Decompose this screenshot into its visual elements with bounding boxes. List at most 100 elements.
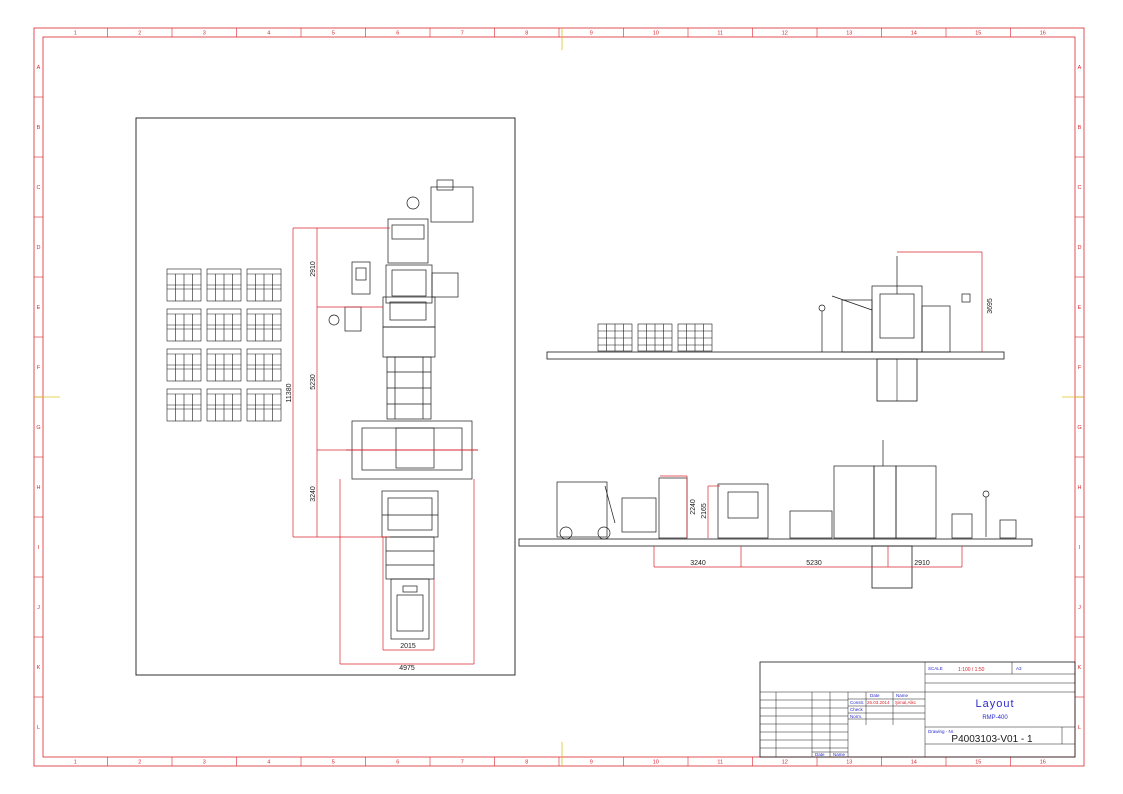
column-marker: 12 <box>782 760 788 766</box>
row-marker: A <box>37 65 41 71</box>
column-marker: 6 <box>396 760 399 766</box>
plan-dimensions <box>292 227 478 665</box>
machine-side-top <box>818 256 971 353</box>
drawing-number: P4003103-V01 - 1 <box>951 734 1033 745</box>
pallet-stack <box>206 388 242 422</box>
column-marker: 10 <box>653 760 659 766</box>
row-marker: G <box>36 425 40 431</box>
dim-width-inner: 2015 <box>400 643 416 650</box>
constr-date: 26.03.2014 <box>867 700 890 705</box>
row-marker: K <box>1078 665 1082 671</box>
column-marker: 3 <box>203 31 206 37</box>
constr-name: Şimal,Alkc <box>895 700 917 705</box>
column-marker: 15 <box>975 760 981 766</box>
pallet-stack <box>166 388 202 422</box>
column-marker: 9 <box>590 760 593 766</box>
row-marker: K <box>37 665 41 671</box>
column-marker: 7 <box>461 31 464 37</box>
plan-view: 11380 2910 5230 3240 2015 4975 <box>135 117 516 676</box>
dim-seg-top: 2910 <box>310 261 317 277</box>
row-marker: A <box>1078 65 1082 71</box>
title-block: SCALE 1:100 / 1:50 A3 Date Name Constr. … <box>759 661 1076 758</box>
pallet-stack <box>246 388 282 422</box>
row-marker: I <box>1079 545 1081 551</box>
column-marker: 9 <box>590 31 593 37</box>
row-marker: J <box>37 605 40 611</box>
pallet-stack <box>246 348 282 382</box>
footer-date: Date <box>815 752 825 757</box>
row-marker: E <box>37 305 41 311</box>
column-marker: 4 <box>267 31 270 37</box>
machine-side-bottom <box>621 440 1017 539</box>
dim-total-length: 11380 <box>286 383 293 402</box>
norm-label: Norm. <box>850 714 862 719</box>
column-marker: 13 <box>846 31 852 37</box>
sheet-size: A3 <box>1016 666 1022 671</box>
row-marker: F <box>1078 365 1082 371</box>
length-dimensions-bottom <box>653 475 963 568</box>
column-marker: 12 <box>782 31 788 37</box>
row-marker: L <box>37 725 40 731</box>
pallet-stack <box>166 268 202 302</box>
dim-height: 3695 <box>987 298 994 314</box>
column-marker: 13 <box>846 760 852 766</box>
pallet-stack <box>206 268 242 302</box>
height-dimension-top <box>897 251 983 352</box>
plan-dimension-labels: 11380 2910 5230 3240 2015 4975 <box>286 261 416 672</box>
column-marker: 7 <box>461 760 464 766</box>
pallet-side <box>677 323 713 352</box>
drawing-title: Layout <box>975 698 1014 710</box>
scale-value: 1:100 / 1:50 <box>958 667 985 673</box>
row-marker: E <box>1078 305 1082 311</box>
row-marker: D <box>1078 245 1082 251</box>
row-marker: F <box>37 365 41 371</box>
column-marker: 6 <box>396 31 399 37</box>
dim-seg-low: 3240 <box>310 486 317 502</box>
row-marker: H <box>37 485 41 491</box>
pallet-stack <box>246 308 282 342</box>
dim-len-c: 2910 <box>914 560 930 567</box>
column-marker: 16 <box>1040 31 1046 37</box>
row-marker: B <box>1078 125 1082 131</box>
column-marker: 14 <box>911 31 917 37</box>
column-marker: 11 <box>717 31 723 37</box>
name-header: Name <box>896 693 909 698</box>
row-marker: D <box>37 245 41 251</box>
pallet-stack <box>206 348 242 382</box>
column-marker: 2 <box>138 31 141 37</box>
column-marker: 4 <box>267 760 270 766</box>
row-marker: H <box>1078 485 1082 491</box>
dim-len-a: 3240 <box>690 560 706 567</box>
column-marker: 16 <box>1040 760 1046 766</box>
row-marker: J <box>1078 605 1081 611</box>
dim-len-b: 5230 <box>806 560 822 567</box>
column-marker: 15 <box>975 31 981 37</box>
pallet-side <box>597 323 633 352</box>
scale-label: SCALE <box>928 666 943 671</box>
column-marker: 2 <box>138 760 141 766</box>
row-marker: B <box>37 125 41 131</box>
footer-name: Name <box>833 752 846 757</box>
column-marker: 10 <box>653 31 659 37</box>
row-marker: G <box>1077 425 1081 431</box>
column-marker: 8 <box>525 760 528 766</box>
check-label: Check <box>850 707 864 712</box>
dim-seg-mid: 5230 <box>310 374 317 390</box>
side-view-bottom: 2240 2165 3240 5230 2910 <box>518 440 1033 589</box>
side-bottom-dimension-labels: 2240 2165 3240 5230 2910 <box>690 499 930 567</box>
pallet-storage-grid <box>166 268 282 422</box>
drawing-label: Drawing - Nr. <box>928 729 954 734</box>
side-pallets <box>597 323 713 352</box>
row-marker: C <box>1078 185 1082 191</box>
side-view-top: 3695 <box>546 251 1005 402</box>
drawing-subtitle: RMP-400 <box>982 715 1008 721</box>
column-marker: 5 <box>332 760 335 766</box>
pallet-stack <box>206 308 242 342</box>
column-marker: 11 <box>717 760 723 766</box>
production-line-plan <box>328 179 478 640</box>
column-marker: 5 <box>332 31 335 37</box>
date-header: Date <box>870 693 880 698</box>
pallet-side <box>637 323 673 352</box>
